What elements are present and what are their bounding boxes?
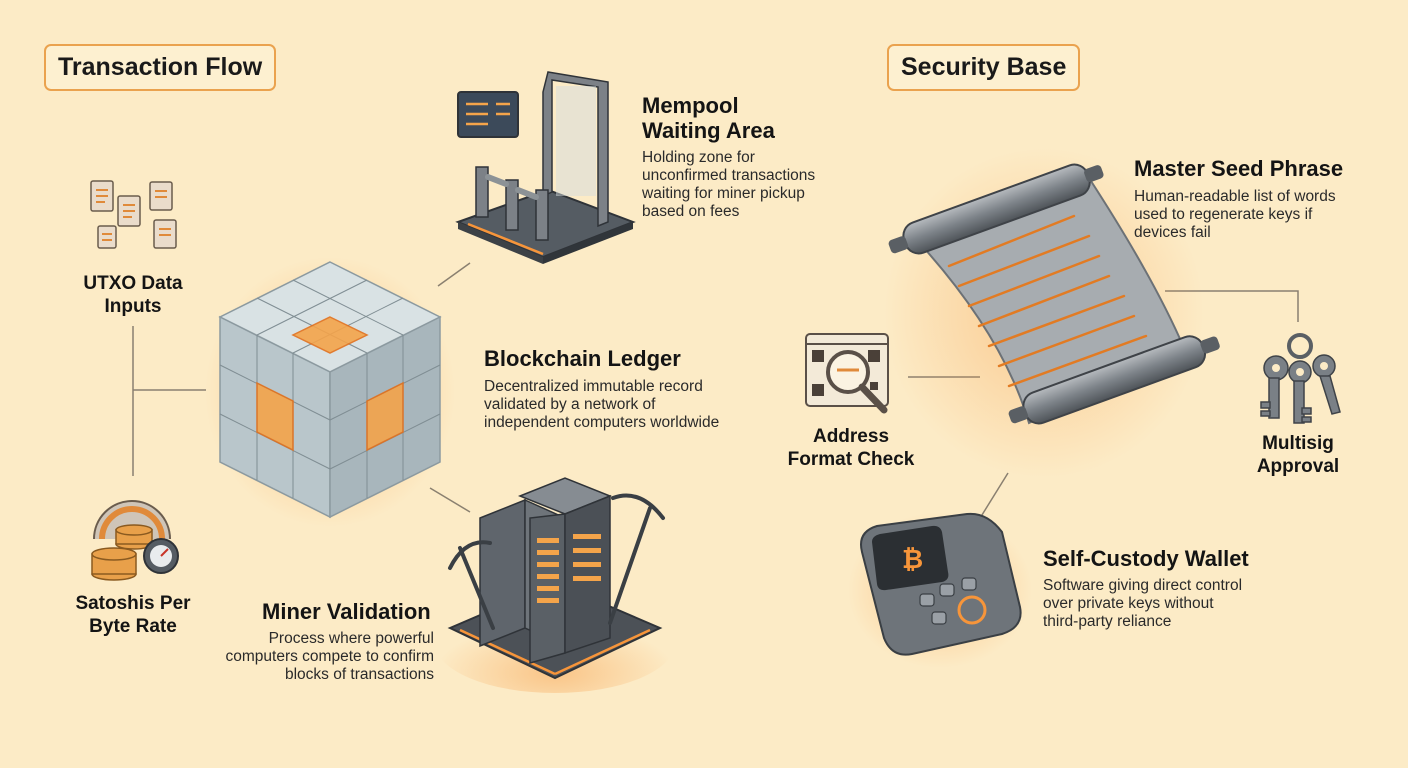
miner-title: Miner Validation <box>262 599 431 624</box>
seed-title: Master Seed Phrase <box>1134 156 1344 181</box>
svg-text:₿: ₿ <box>902 545 923 575</box>
coins-gauge-icon <box>91 500 179 581</box>
wallet-desc: Software giving direct control over priv… <box>1043 577 1243 631</box>
scroll-icon <box>884 148 1220 478</box>
keys-icon <box>1260 333 1341 424</box>
magnifier-qr-icon <box>805 333 889 414</box>
section-title-transaction-flow: Transaction Flow <box>44 44 277 91</box>
server-pickaxe-icon <box>435 477 675 693</box>
hardware-wallet-icon: ₿ <box>848 512 1032 668</box>
miner-desc: Process where powerful computers compete… <box>225 630 434 684</box>
seed-desc: Human-readable list of words used to reg… <box>1134 188 1336 242</box>
turnstile-gates-icon <box>455 71 636 264</box>
documents-icon <box>90 180 177 249</box>
mempool-desc: Holding zone for unconfirmed transaction… <box>642 149 816 221</box>
section-title-security-base: Security Base <box>887 44 1081 91</box>
blockchain-title: Blockchain Ledger <box>484 346 681 371</box>
glass-cube-icon <box>205 257 455 527</box>
blockchain-desc: Decentralized immutable record validated… <box>484 378 720 432</box>
wallet-title: Self-Custody Wallet <box>1043 546 1249 571</box>
